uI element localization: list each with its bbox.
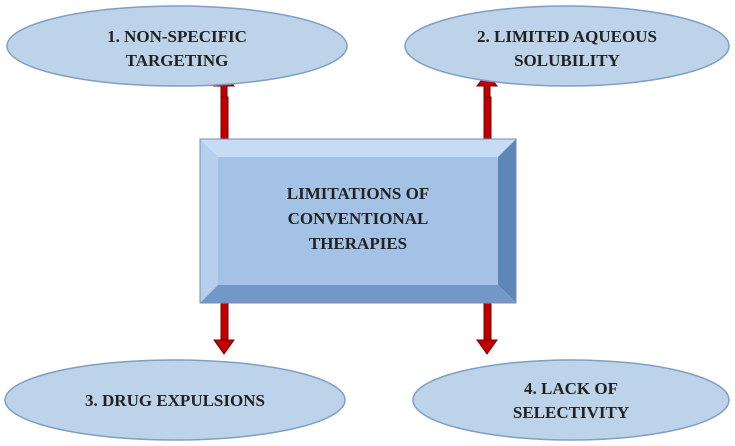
center-title-line-1: LIMITATIONS OF xyxy=(287,184,429,203)
node-top-right-line-2: SOLUBILITY xyxy=(514,51,620,70)
node-top-left-line-2: TARGETING xyxy=(126,51,229,70)
node-bottom-right-line-2: SELECTIVITY xyxy=(513,403,629,422)
node-bottom-left: 3. DRUG EXPULSIONS xyxy=(4,359,346,441)
node-bottom-right-line-1: 4. LACK OF xyxy=(524,379,618,398)
arrow-up-right xyxy=(475,72,499,140)
arrow-down-left xyxy=(213,299,235,355)
node-top-right-line-1: 2. LIMITED AQUEOUS xyxy=(477,27,657,46)
node-top-left-line-1: 1. NON-SPECIFIC xyxy=(107,27,247,46)
arrow-down-right xyxy=(476,299,498,355)
node-top-left: 1. NON-SPECIFIC TARGETING xyxy=(6,5,348,87)
center-box: LIMITATIONS OF CONVENTIONAL THERAPIES xyxy=(199,138,517,304)
center-title-line-2: CONVENTIONAL xyxy=(288,209,429,228)
node-bottom-left-line-1: 3. DRUG EXPULSIONS xyxy=(85,391,265,410)
node-bottom-right: 4. LACK OF SELECTIVITY xyxy=(412,359,730,441)
node-top-right: 2. LIMITED AQUEOUS SOLUBILITY xyxy=(404,5,730,87)
center-title-line-3: THERAPIES xyxy=(309,234,407,253)
